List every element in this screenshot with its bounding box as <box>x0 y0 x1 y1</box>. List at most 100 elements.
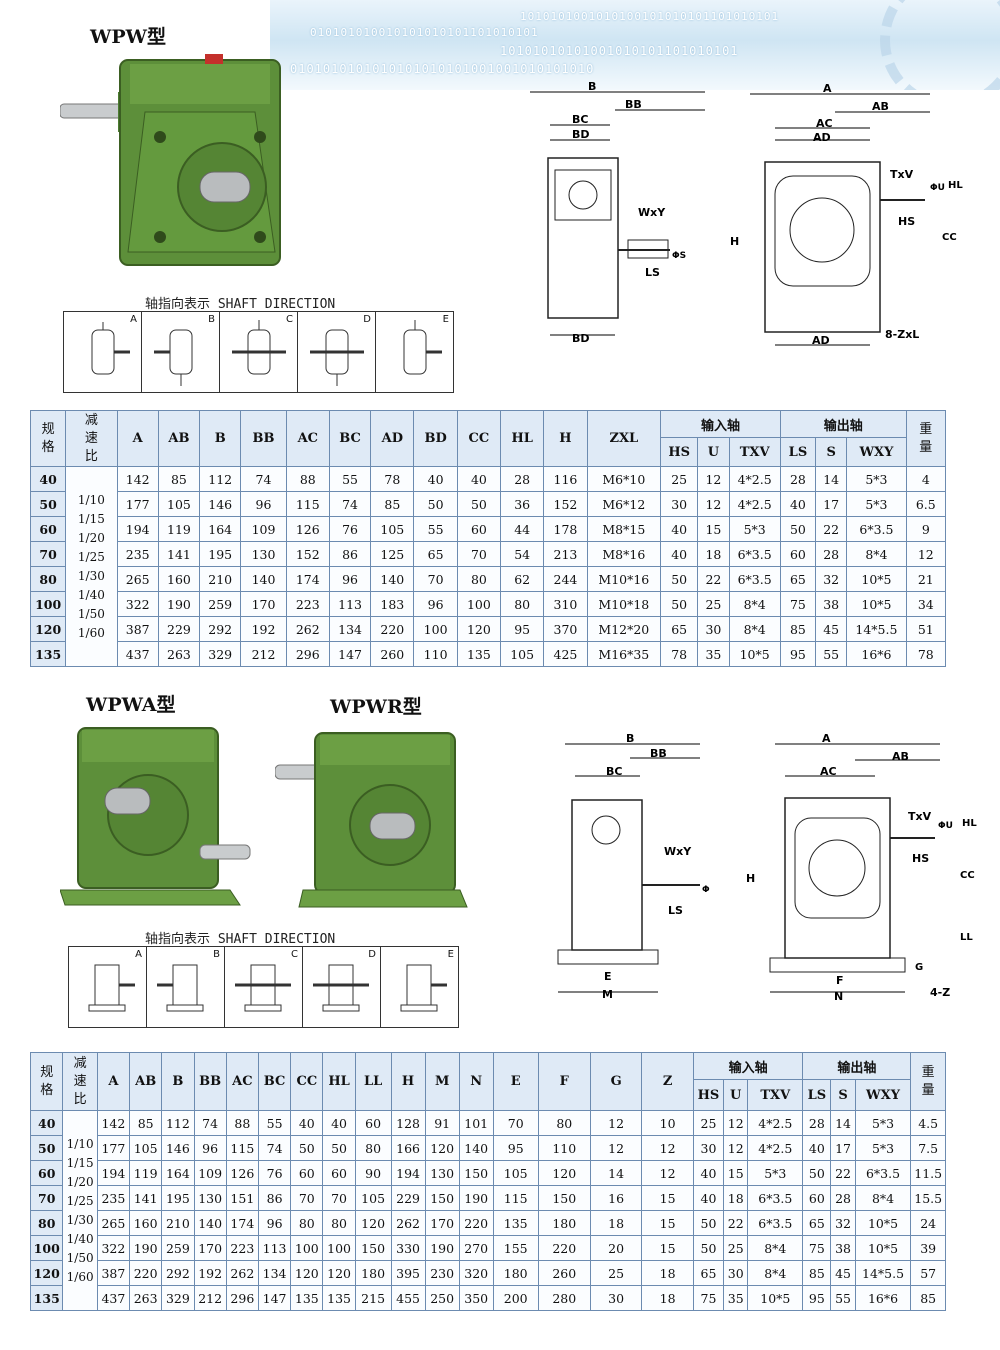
value-cell: 296 <box>225 1285 259 1311</box>
svg-text:AB: AB <box>892 750 909 763</box>
value-cell: 95 <box>492 1135 539 1161</box>
value-cell: 10*5 <box>854 1210 912 1236</box>
value-cell: 6*3.5 <box>747 1210 804 1236</box>
value-cell: 24 <box>910 1210 946 1236</box>
value-cell: 112 <box>199 466 242 492</box>
ratio-value: 1/20 <box>66 1174 94 1189</box>
value-cell: 174 <box>285 566 330 592</box>
value-cell: 160 <box>157 566 201 592</box>
value-cell: 65 <box>802 1210 832 1236</box>
svg-text:TxV: TxV <box>908 810 932 823</box>
value-cell: 60 <box>802 1185 832 1211</box>
value-cell: 22 <box>723 1210 749 1236</box>
value-cell: 12 <box>723 1110 749 1136</box>
value-cell: 40 <box>660 541 699 567</box>
value-cell: 25 <box>660 466 699 492</box>
size-cell: 120 <box>29 1260 64 1286</box>
value-cell: 25 <box>589 1260 643 1286</box>
svg-text:M: M <box>602 988 613 1001</box>
shaft-direction-caption: 轴指向表示 SHAFT DIRECTION <box>145 297 336 312</box>
value-cell: 30 <box>697 616 730 642</box>
value-cell: 212 <box>193 1285 227 1311</box>
value-cell: 262 <box>225 1260 259 1286</box>
value-cell: 105 <box>492 1160 539 1186</box>
value-cell: 135 <box>290 1285 324 1311</box>
size-cell: 50 <box>29 491 67 517</box>
value-cell: 6*3.5 <box>728 541 781 567</box>
value-cell: 292 <box>161 1260 195 1286</box>
value-cell: 120 <box>537 1160 591 1186</box>
size-cell: 135 <box>29 1285 64 1311</box>
value-cell: 6*3.5 <box>728 566 781 592</box>
value-cell: 6*3.5 <box>846 516 907 542</box>
value-cell: 135 <box>492 1210 539 1236</box>
value-cell: 18 <box>641 1260 694 1286</box>
value-cell: 150 <box>537 1185 591 1211</box>
value-cell: 76 <box>257 1160 292 1186</box>
value-cell: 14*5.5 <box>854 1260 912 1286</box>
value-cell: 105 <box>157 491 201 517</box>
value-cell: 25 <box>697 591 730 617</box>
value-cell: 4.5 <box>910 1110 946 1136</box>
value-cell: 260 <box>537 1260 591 1286</box>
svg-text:BC: BC <box>606 765 622 778</box>
value-cell: 35 <box>723 1285 749 1311</box>
ratio-value: 1/20 <box>77 530 105 545</box>
value-cell: 120 <box>322 1260 356 1286</box>
value-cell: M8*16 <box>586 541 662 567</box>
ratio-value: 1/25 <box>66 1193 94 1208</box>
value-cell: 65 <box>413 541 458 567</box>
value-cell: 151 <box>225 1185 259 1211</box>
size-cell: 60 <box>29 516 67 542</box>
value-cell: 18 <box>589 1210 643 1236</box>
value-cell: 55 <box>257 1110 292 1136</box>
value-cell: 40 <box>692 1185 725 1211</box>
value-cell: M6*12 <box>586 491 662 517</box>
value-cell: 62 <box>500 566 545 592</box>
value-cell: 16*6 <box>846 641 907 667</box>
value-cell: 310 <box>543 591 588 617</box>
value-cell: 210 <box>161 1210 195 1236</box>
header-ratio: 减速比 <box>65 410 118 467</box>
value-cell: 177 <box>116 491 159 517</box>
value-cell: 322 <box>96 1235 131 1261</box>
value-cell: 80 <box>500 591 545 617</box>
value-cell: 166 <box>390 1135 426 1161</box>
value-cell: 265 <box>96 1210 131 1236</box>
value-cell: 17 <box>830 1135 856 1161</box>
ratio-value: 1/25 <box>77 549 105 564</box>
svg-text:LL: LL <box>960 932 973 943</box>
value-cell: 21 <box>905 566 947 592</box>
value-cell: 85 <box>370 491 415 517</box>
value-cell: 260 <box>370 641 415 667</box>
svg-text:BC: BC <box>572 113 588 126</box>
value-cell: 142 <box>116 466 159 492</box>
wpwa-front-view-drawing: A AB AC TxV ΦU HL HS H CC LL G F N 4-Z <box>746 732 977 1003</box>
value-cell: 190 <box>157 591 201 617</box>
svg-text:ΦU: ΦU <box>930 183 945 193</box>
value-cell: 4*2.5 <box>747 1135 804 1161</box>
value-cell: 95 <box>802 1285 832 1311</box>
value-cell: 80 <box>354 1135 392 1161</box>
wpw-gearbox-photo <box>60 54 281 266</box>
value-cell: 30 <box>692 1135 725 1161</box>
svg-text:AC: AC <box>816 117 833 130</box>
value-cell: M8*15 <box>586 516 662 542</box>
value-cell: 75 <box>802 1235 832 1261</box>
svg-text:TxV: TxV <box>890 168 914 181</box>
value-cell: 130 <box>240 541 287 567</box>
value-cell: 78 <box>905 641 947 667</box>
size-cell: 135 <box>29 641 67 667</box>
value-cell: 4*2.5 <box>728 491 781 517</box>
svg-text:WxY: WxY <box>638 206 666 219</box>
value-cell: M10*16 <box>586 566 662 592</box>
value-cell: 115 <box>285 491 330 517</box>
value-cell: 164 <box>199 516 242 542</box>
value-cell: 194 <box>116 516 159 542</box>
value-cell: 212 <box>240 641 287 667</box>
value-cell: 44 <box>500 516 545 542</box>
